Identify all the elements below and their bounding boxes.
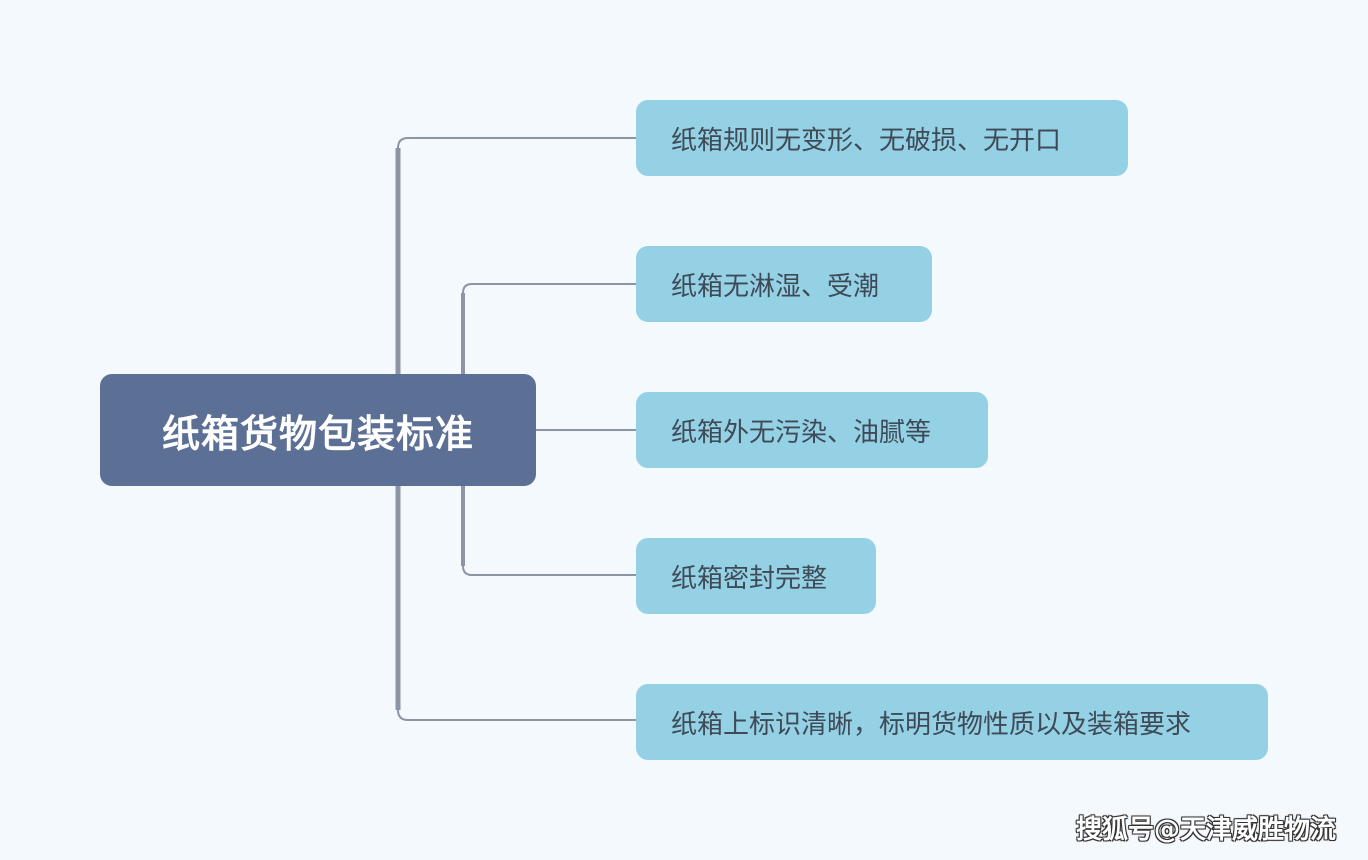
root-node-label: 纸箱货物包装标准 xyxy=(161,411,474,456)
child-node-label: 纸箱规则无变形、无破损、无开口 xyxy=(671,125,1062,156)
child-node-label: 纸箱无淋湿、受潮 xyxy=(671,271,880,302)
child-node-2: 纸箱无淋湿、受潮 xyxy=(636,246,932,322)
watermark: 搜狐号@天津威胜物流 xyxy=(1075,815,1336,845)
root-node: 纸箱货物包装标准 xyxy=(100,374,536,486)
child-node-3: 纸箱外无污染、油腻等 xyxy=(636,392,988,468)
child-node-label: 纸箱外无污染、油腻等 xyxy=(671,417,932,448)
child-node-5: 纸箱上标识清晰，标明货物性质以及装箱要求 xyxy=(636,684,1268,760)
child-node-4: 纸箱密封完整 xyxy=(636,538,876,614)
child-node-label: 纸箱密封完整 xyxy=(671,563,828,594)
child-node-1: 纸箱规则无变形、无破损、无开口 xyxy=(636,100,1128,176)
child-node-label: 纸箱上标识清晰，标明货物性质以及装箱要求 xyxy=(671,709,1192,740)
